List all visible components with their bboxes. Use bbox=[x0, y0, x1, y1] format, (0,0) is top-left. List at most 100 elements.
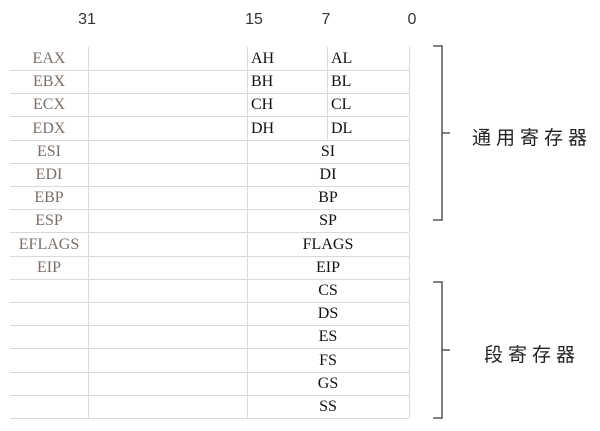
column-divider bbox=[88, 116, 89, 140]
general-registers-brace bbox=[433, 45, 450, 221]
register-row: CS bbox=[10, 279, 410, 303]
register-32bit-name bbox=[10, 279, 88, 302]
segment-registers-label: 段寄存器 bbox=[484, 344, 581, 366]
column-divider bbox=[88, 47, 89, 70]
column-divider bbox=[247, 186, 248, 210]
column-divider bbox=[409, 348, 410, 372]
register-low-byte: DL bbox=[331, 119, 353, 137]
column-divider bbox=[88, 371, 89, 395]
register-32bit-name bbox=[10, 325, 88, 348]
column-divider bbox=[409, 186, 410, 210]
column-divider bbox=[409, 279, 410, 302]
register-row: EDX DH DL bbox=[10, 116, 410, 141]
bit-label-7: 7 bbox=[321, 11, 331, 28]
column-divider bbox=[247, 395, 248, 418]
register-row: EAX AH AL bbox=[10, 47, 410, 71]
register-32bit-name bbox=[10, 395, 88, 418]
register-32bit-name: EAX bbox=[32, 50, 66, 67]
column-divider bbox=[88, 325, 89, 349]
column-divider bbox=[88, 395, 89, 418]
column-divider bbox=[409, 302, 410, 326]
column-divider bbox=[409, 163, 410, 186]
register-row: ECX CH CL bbox=[10, 93, 410, 118]
column-divider bbox=[409, 47, 410, 70]
column-divider bbox=[247, 163, 248, 186]
register-high-byte: DH bbox=[251, 119, 275, 137]
register-row: EIP EIP bbox=[10, 255, 410, 280]
register-32bit-name: ESP bbox=[35, 212, 63, 230]
column-divider bbox=[88, 93, 89, 117]
register-16bit-name: EIP bbox=[316, 258, 340, 276]
general-registers-label: 通用寄存器 bbox=[472, 127, 593, 149]
column-divider bbox=[88, 279, 89, 302]
register-16bit-name: FS bbox=[319, 351, 337, 369]
register-32bit-name: EBX bbox=[33, 73, 65, 91]
column-divider bbox=[88, 302, 89, 326]
register-low-byte: BL bbox=[331, 73, 352, 91]
column-divider bbox=[409, 232, 410, 256]
register-32bit-name: EDX bbox=[32, 119, 66, 137]
register-16bit-name: SI bbox=[320, 142, 336, 160]
column-divider bbox=[88, 348, 89, 372]
column-divider bbox=[327, 70, 328, 94]
register-32bit-name: ECX bbox=[33, 96, 65, 114]
register-16bit-name: GS bbox=[317, 374, 339, 392]
column-divider bbox=[327, 93, 328, 117]
column-divider bbox=[88, 163, 89, 186]
column-divider bbox=[327, 47, 328, 70]
column-divider bbox=[88, 209, 89, 233]
register-16bit-name: FLAGS bbox=[302, 235, 354, 253]
column-divider bbox=[409, 325, 410, 349]
column-divider bbox=[409, 371, 410, 395]
segment-registers-brace bbox=[433, 281, 450, 419]
column-divider bbox=[247, 302, 248, 326]
register-16bit-name: SP bbox=[319, 212, 337, 230]
column-divider bbox=[247, 116, 248, 140]
column-divider bbox=[88, 255, 89, 279]
register-row: GS bbox=[10, 371, 410, 396]
column-divider bbox=[88, 139, 89, 163]
register-16bit-name: ES bbox=[318, 328, 338, 346]
register-row: DS bbox=[10, 302, 410, 327]
register-row: EBP BP bbox=[10, 186, 410, 211]
register-16bit-name: CS bbox=[318, 282, 338, 299]
column-divider bbox=[247, 325, 248, 349]
column-divider bbox=[247, 255, 248, 279]
register-32bit-name: EBP bbox=[34, 189, 64, 207]
register-high-byte: AH bbox=[251, 50, 275, 67]
register-row: FS bbox=[10, 348, 410, 373]
bit-label-15: 15 bbox=[245, 11, 263, 28]
register-row: ES bbox=[10, 325, 410, 350]
column-divider bbox=[409, 116, 410, 140]
column-divider bbox=[409, 209, 410, 233]
column-divider bbox=[247, 47, 248, 70]
column-divider bbox=[409, 395, 410, 418]
register-row: SS bbox=[10, 395, 410, 419]
bit-label-31: 31 bbox=[78, 11, 96, 28]
column-divider bbox=[409, 255, 410, 279]
column-divider bbox=[247, 209, 248, 233]
register-high-byte: BH bbox=[251, 73, 274, 91]
column-divider bbox=[247, 371, 248, 395]
register-32bit-name: EIP bbox=[37, 258, 61, 276]
register-low-byte: CL bbox=[331, 96, 352, 114]
column-divider bbox=[247, 279, 248, 302]
register-32bit-name bbox=[10, 302, 88, 325]
column-divider bbox=[247, 348, 248, 372]
register-high-byte: CH bbox=[251, 96, 274, 114]
column-divider bbox=[409, 139, 410, 163]
column-divider bbox=[247, 232, 248, 256]
register-32bit-name bbox=[10, 372, 88, 395]
column-divider bbox=[88, 70, 89, 94]
column-divider bbox=[88, 232, 89, 256]
register-32bit-name bbox=[10, 349, 88, 372]
register-low-byte: AL bbox=[331, 50, 353, 67]
bit-label-0: 0 bbox=[407, 11, 417, 28]
register-16bit-name: DS bbox=[317, 305, 339, 323]
register-16bit-name: BP bbox=[318, 189, 338, 207]
register-32bit-name: EDI bbox=[35, 166, 63, 183]
